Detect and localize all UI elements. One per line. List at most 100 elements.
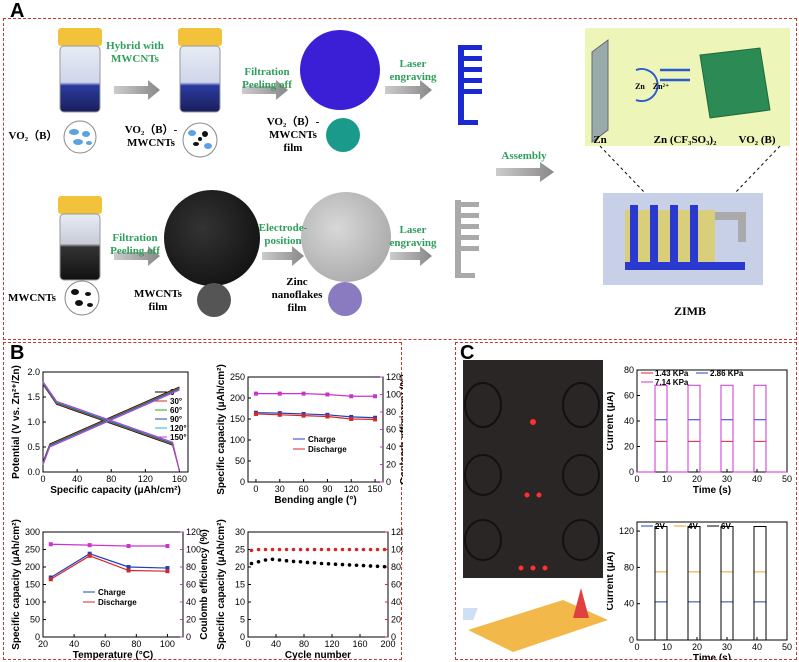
y2-tick-label: 40 bbox=[186, 597, 196, 607]
x-axis-label: Bending angle (°) bbox=[274, 495, 356, 506]
panel-a-label: A bbox=[10, 0, 25, 22]
y-tick-label: 15 bbox=[235, 580, 245, 590]
vial-vo2-label: VO₂（B） bbox=[8, 130, 58, 142]
discharge-curve bbox=[42, 382, 180, 472]
arrow-3 bbox=[385, 80, 432, 100]
x-tick-label: 90 bbox=[322, 484, 332, 494]
schematic-electrolyte: Zn (CF₃SO₃)₂ bbox=[653, 134, 717, 146]
charge-curve bbox=[42, 387, 180, 464]
plot-frame bbox=[42, 531, 184, 638]
scatter-point bbox=[368, 547, 373, 552]
series-marker bbox=[87, 553, 92, 558]
discharge-curve bbox=[42, 384, 180, 472]
y2-tick-label: 20 bbox=[386, 460, 396, 470]
ion-transfer-arrows bbox=[660, 68, 690, 82]
assembly-label: Assembly bbox=[501, 150, 547, 162]
x-tick-label: 30 bbox=[275, 484, 285, 494]
y-tick-label: 300 bbox=[25, 527, 40, 537]
x-tick-label: 10 bbox=[662, 642, 672, 652]
scatter-point bbox=[312, 547, 317, 552]
scatter-point bbox=[312, 561, 317, 565]
x-tick-label: 50 bbox=[782, 474, 792, 484]
scatter-point bbox=[340, 562, 345, 567]
y-tick-label: 2.0 bbox=[27, 367, 40, 377]
scatter-point bbox=[298, 559, 303, 564]
legend-label: 60° bbox=[170, 406, 182, 415]
mwcnts-label: MWCNTs bbox=[8, 292, 56, 304]
y-tick-label: 200 bbox=[230, 393, 245, 403]
legend-label: Charge bbox=[98, 588, 126, 597]
arrow-4 bbox=[114, 246, 160, 266]
series-marker bbox=[87, 551, 92, 556]
x-axis-label: Temperature (°C) bbox=[73, 650, 154, 661]
charge-curve bbox=[42, 389, 180, 466]
series-marker bbox=[126, 544, 131, 548]
step-filtration-top: Filtration Peeling off bbox=[242, 66, 292, 91]
schematic-zn-label: Zn bbox=[593, 134, 607, 146]
y2-axis-label: Coulomb efficiency (%) bbox=[399, 374, 403, 485]
y2-tick-label: 60 bbox=[391, 580, 401, 590]
scatter-point bbox=[368, 564, 373, 568]
led-photo-2 bbox=[464, 454, 600, 498]
device-electrodes bbox=[625, 205, 746, 270]
y-tick-label: 20 bbox=[235, 562, 245, 572]
series-marker bbox=[126, 568, 131, 573]
series-marker bbox=[349, 417, 354, 421]
zinc-film bbox=[301, 192, 391, 282]
x-tick-label: 50 bbox=[782, 642, 792, 652]
scatter-point bbox=[284, 547, 289, 552]
current-trace bbox=[637, 419, 787, 473]
legend-label: 2.86 KPa bbox=[710, 369, 744, 378]
x-tick-label: 120 bbox=[324, 639, 339, 649]
y2-tick-label: 0 bbox=[391, 632, 396, 642]
scatter-point bbox=[249, 561, 254, 566]
x-tick-label: 80 bbox=[131, 639, 141, 649]
y-tick-label: 150 bbox=[230, 414, 245, 424]
charge-curve bbox=[42, 387, 180, 463]
vo2-crystal-icon bbox=[699, 47, 771, 119]
scatter-point bbox=[326, 562, 331, 566]
scatter-point bbox=[270, 547, 275, 552]
y-axis-label: Potential (V vs. Zn²⁺/Zn) bbox=[11, 365, 22, 479]
x-tick-label: 200 bbox=[380, 639, 395, 649]
discharge-curve bbox=[42, 381, 180, 472]
scatter-point bbox=[305, 560, 310, 565]
y-tick-label: 40 bbox=[624, 416, 634, 426]
scatter-point bbox=[298, 547, 303, 552]
scatter-point bbox=[277, 547, 282, 552]
legend-label: 90° bbox=[170, 415, 182, 424]
scatter-point bbox=[340, 547, 345, 552]
legend-label: 7.14 KPa bbox=[655, 378, 689, 387]
mwcnts-film-label: MWCNTs film bbox=[134, 288, 182, 313]
scatter-point bbox=[333, 562, 338, 566]
scatter-point bbox=[277, 558, 282, 562]
series-marker bbox=[373, 394, 378, 399]
y2-tick-label: 120 bbox=[186, 527, 201, 537]
y-tick-label: 0 bbox=[240, 477, 245, 487]
y-axis-label: Current (μA) bbox=[607, 552, 616, 611]
y2-tick-label: 100 bbox=[186, 545, 201, 555]
mwcnts-film bbox=[164, 190, 260, 286]
vial-vo2 bbox=[58, 28, 102, 113]
series-marker bbox=[277, 391, 282, 396]
legend-label: 150° bbox=[170, 433, 187, 442]
led-photo-1 bbox=[464, 382, 600, 428]
series-marker bbox=[165, 566, 170, 571]
x-tick-label: 100 bbox=[160, 639, 175, 649]
current-trace bbox=[637, 526, 787, 641]
grey-comb-electrode bbox=[455, 200, 479, 278]
series-marker bbox=[325, 414, 330, 419]
zinc-sem-icon bbox=[328, 282, 362, 316]
plot-frame bbox=[247, 376, 384, 483]
x-tick-label: 80 bbox=[106, 474, 116, 484]
series-marker bbox=[253, 411, 258, 416]
y-tick-label: 5 bbox=[240, 615, 245, 625]
y-tick-label: 40 bbox=[624, 599, 634, 609]
x-tick-label: 0 bbox=[40, 474, 45, 484]
step-filtration-bottom: Filtration Peeling off bbox=[110, 232, 160, 257]
vo2-film-label: VO₂（B）-MWCNTs film bbox=[266, 116, 320, 154]
x-tick-label: 30 bbox=[722, 474, 732, 484]
y2-tick-label: 100 bbox=[391, 545, 403, 555]
y-tick-label: 150 bbox=[25, 580, 40, 590]
arrow-1 bbox=[114, 80, 160, 100]
